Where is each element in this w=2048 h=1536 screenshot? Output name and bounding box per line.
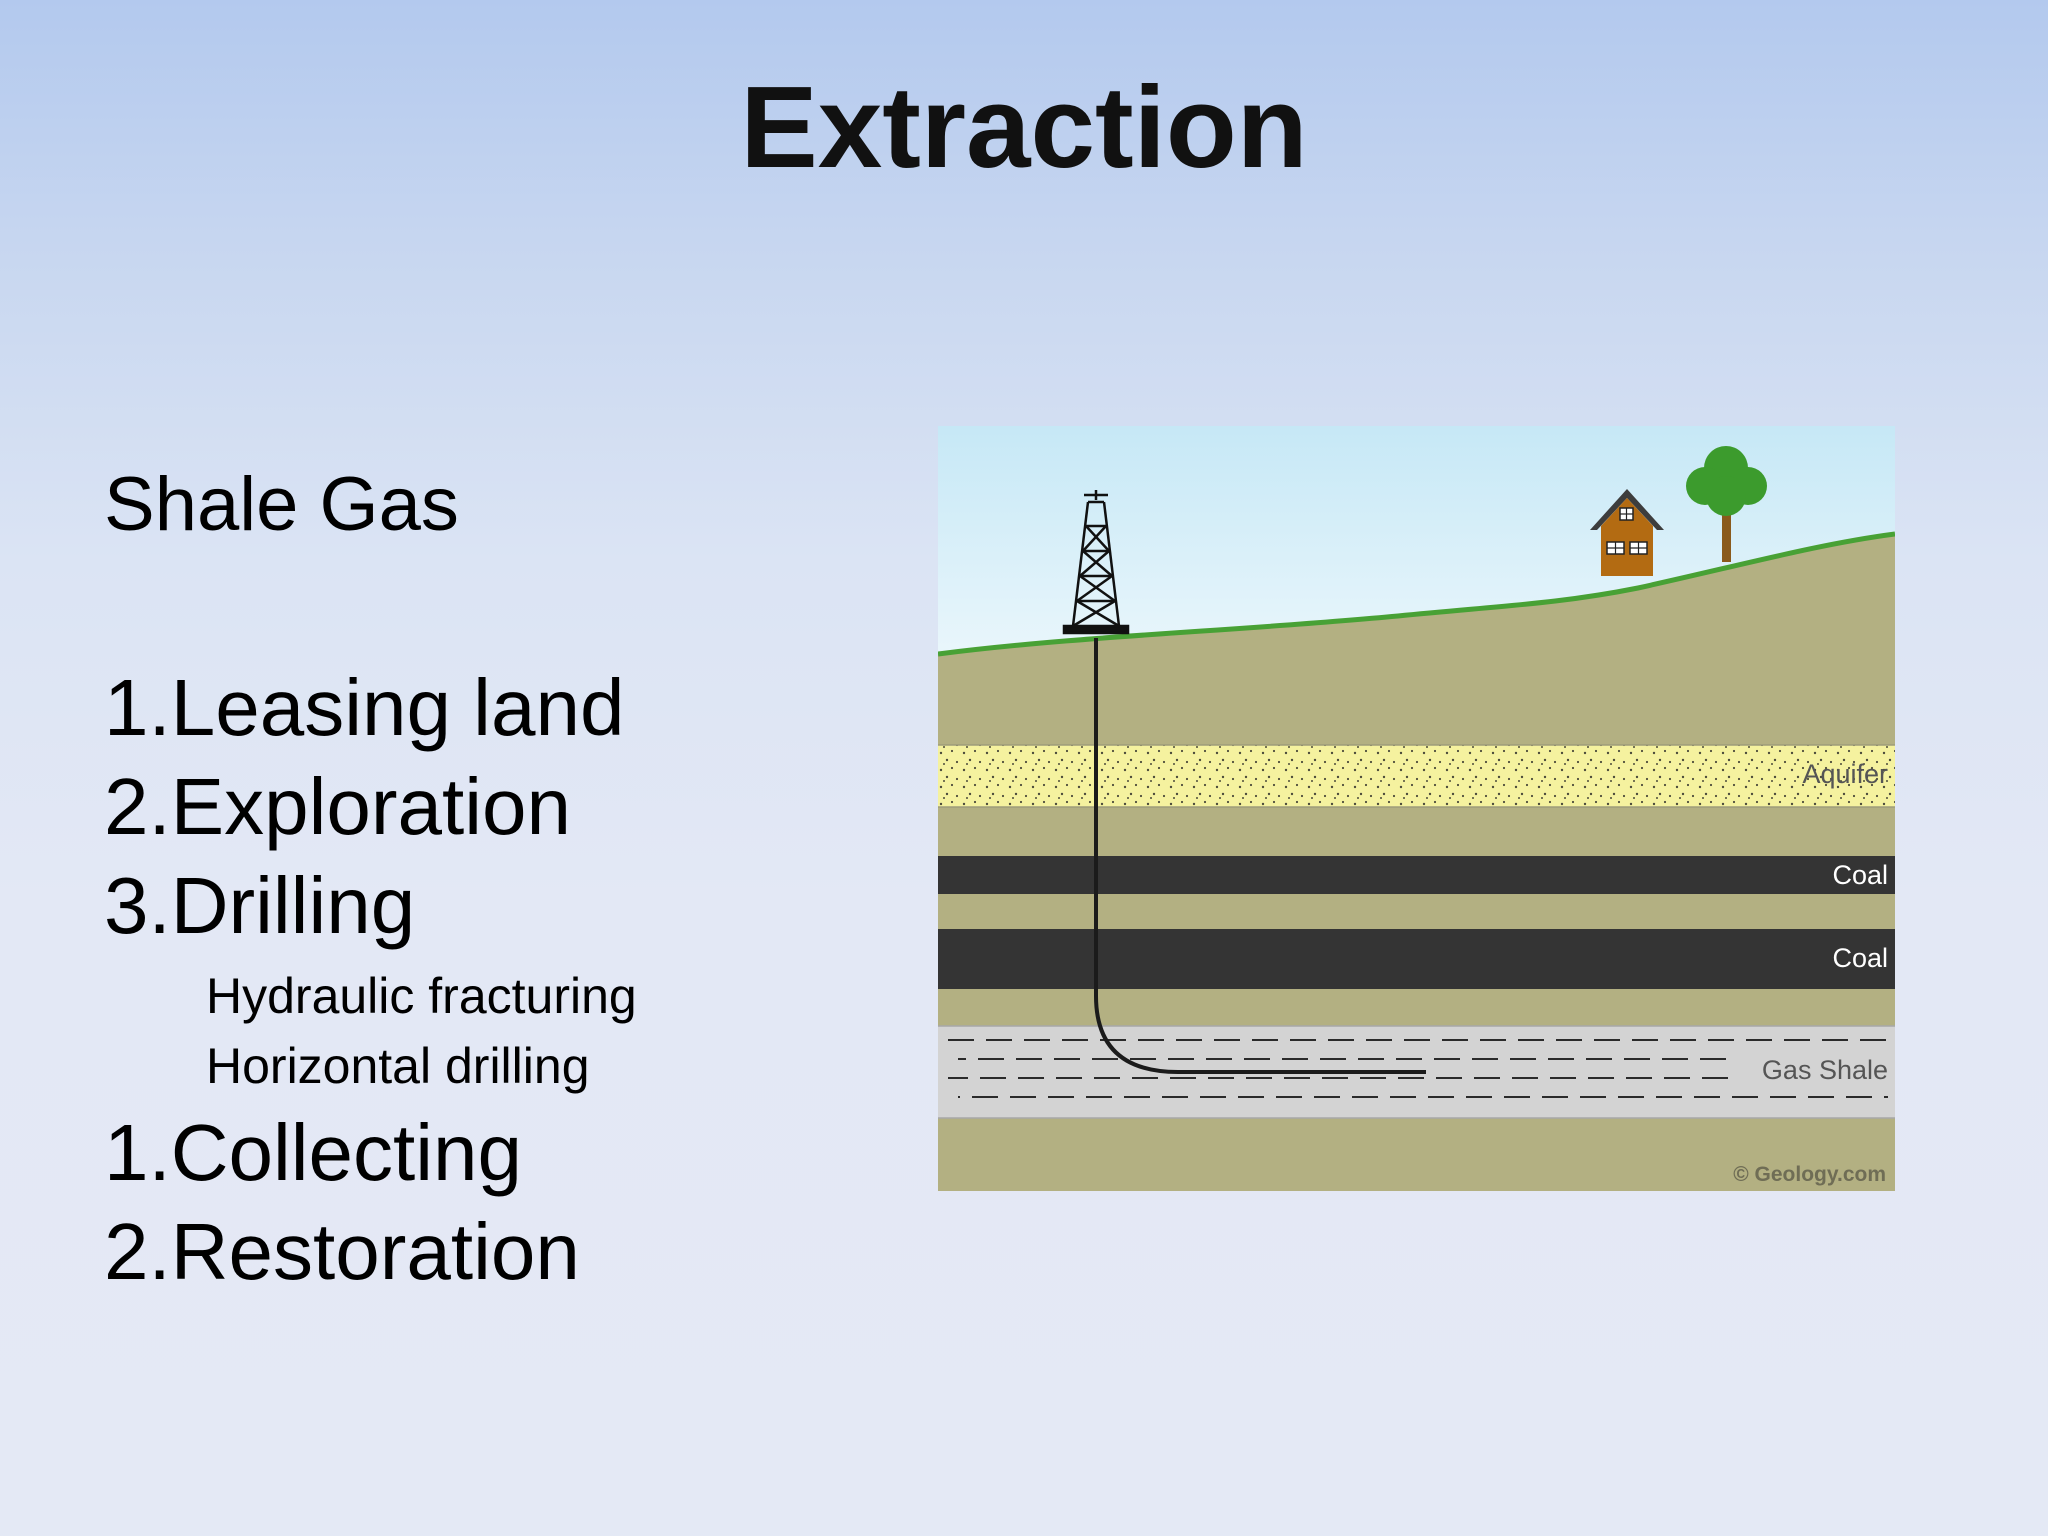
drilling-sub-list: Hydraulic fracturing Horizontal drilling bbox=[104, 961, 904, 1101]
aquifer-label: Aquifer bbox=[1802, 759, 1888, 789]
coal-label-upper: Coal bbox=[1832, 860, 1888, 890]
gas-shale-label-backdrop bbox=[1736, 1052, 1890, 1088]
coal-layer-lower bbox=[938, 929, 1895, 989]
list-label: Restoration bbox=[170, 1207, 580, 1296]
list-label: Drilling bbox=[170, 861, 416, 950]
list-item: 2.Restoration bbox=[104, 1202, 904, 1301]
steps-list-continued: 1.Collecting 2.Restoration bbox=[104, 1103, 904, 1301]
list-item: 1.Leasing land bbox=[104, 658, 904, 757]
list-label: Collecting bbox=[170, 1108, 523, 1197]
list-item: 2.Exploration bbox=[104, 757, 904, 856]
coal-layer-upper bbox=[938, 856, 1895, 894]
drilling-rig-icon bbox=[1062, 490, 1130, 635]
tree-icon bbox=[1686, 446, 1767, 562]
slide-content: Shale Gas 1.Leasing land 2.Exploration 3… bbox=[104, 460, 904, 1301]
coal-label-lower: Coal bbox=[1832, 943, 1888, 973]
image-credit: © Geology.com bbox=[1733, 1163, 1886, 1186]
list-label: Exploration bbox=[170, 762, 571, 851]
list-number: 1. bbox=[104, 1108, 171, 1197]
aquifer-sand-texture bbox=[938, 745, 1895, 807]
section-heading: Shale Gas bbox=[104, 462, 459, 547]
list-item: 1.Collecting bbox=[104, 1103, 904, 1202]
cross-section-svg: Aquifer Coal Coal Gas Shale © Geology.co… bbox=[938, 426, 1895, 1191]
list-number: 3. bbox=[104, 861, 171, 950]
list-number: 1. bbox=[104, 663, 171, 752]
list-number: 2. bbox=[104, 1207, 171, 1296]
sub-list-item: Hydraulic fracturing bbox=[206, 968, 637, 1024]
list-item: 3.Drilling bbox=[104, 856, 904, 955]
list-label: Leasing land bbox=[170, 663, 625, 752]
well-bore bbox=[1094, 638, 1426, 1074]
house-icon bbox=[1590, 489, 1664, 576]
shale-gas-cross-section-diagram: Aquifer Coal Coal Gas Shale © Geology.co… bbox=[938, 426, 1895, 1191]
steps-list: 1.Leasing land 2.Exploration 3.Drilling bbox=[104, 658, 904, 955]
list-number: 2. bbox=[104, 762, 171, 851]
sub-list-item: Horizontal drilling bbox=[206, 1038, 590, 1094]
grass-line bbox=[938, 531, 1895, 657]
gas-shale-label: Gas Shale bbox=[1762, 1055, 1888, 1085]
slide-title: Extraction bbox=[740, 62, 1308, 192]
